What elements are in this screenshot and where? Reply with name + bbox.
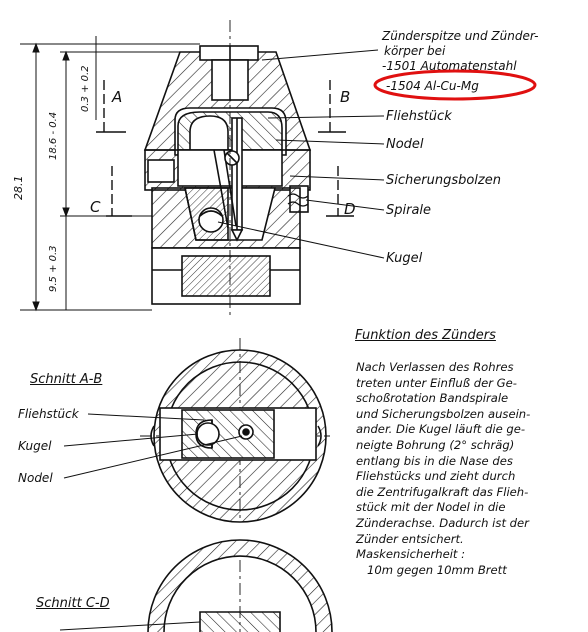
function-line: Maskensicherheit : [356, 547, 466, 562]
dim-top: 0.3 + 0.2 [80, 65, 91, 112]
function-line: treten unter Einfluß der Ge- [356, 375, 517, 390]
function-text: Nach Verlassen des Rohres treten unter E… [356, 360, 584, 578]
kugel-ball [198, 207, 224, 233]
function-line: 10m gegen 10mm Brett [356, 562, 507, 577]
label-kugel: Kugel [386, 251, 423, 266]
spiral-spring [287, 193, 309, 207]
ab-label-nodel: Nodel [18, 471, 53, 485]
label-sicherungsbolzen: Sicherungsbolzen [386, 173, 501, 188]
section-ab-leaders [63, 413, 243, 479]
section-label-d: D [344, 200, 356, 218]
label-spirale: Spirale [386, 203, 431, 218]
dim-lower: 9.5 + 0.3 [48, 245, 59, 292]
function-line: die Zentrifugalkraft das Flieh- [356, 484, 529, 499]
section-markers [96, 80, 354, 217]
highlight-ellipse [373, 69, 537, 101]
fuze-cross-section [143, 20, 312, 318]
function-line: stück mit der Nodel in die [356, 500, 506, 515]
label-tip-line3: -1501 Automatenstahl [382, 59, 517, 73]
label-tip-line1: Zünderspitze und Zünder- [381, 29, 538, 43]
section-label-a: A [111, 88, 122, 106]
label-tip-line2: körper bei [384, 44, 446, 58]
section-cd-view [59, 539, 333, 632]
section-label-b: B [340, 88, 350, 106]
function-line: Zünder entsichert. [356, 531, 464, 546]
ab-label-fliehstueck: Fliehstück [18, 407, 80, 421]
section-label-c: C [90, 198, 101, 216]
function-line: schoßrotation Bandspirale [356, 391, 509, 406]
function-line: neigte Bohrung (2° schräg) [356, 437, 515, 452]
dim-upper: 18.6 - 0.4 [48, 112, 59, 160]
ab-label-kugel: Kugel [18, 439, 52, 453]
function-line: Nach Verlassen des Rohres [356, 360, 514, 374]
function-line: ander. Die Kugel läuft die ge- [356, 422, 526, 437]
section-ab-title: Schnitt A-B [30, 372, 103, 387]
section-cd-title: Schnitt C-D [36, 596, 110, 611]
label-nodel: Nodel [386, 137, 424, 152]
function-title: Funktion des Zünders [355, 328, 496, 343]
dimension-lines [20, 36, 200, 312]
label-fliehstueck: Fliehstück [386, 109, 452, 124]
dim-total: 28.1 [12, 176, 25, 201]
function-line: Fliehstücks und zieht durch [356, 469, 516, 484]
tip-block [199, 45, 259, 61]
function-line: und Sicherungsbolzen ausein- [356, 406, 531, 421]
function-line: Zünderachse. Dadurch ist der [356, 515, 529, 530]
label-tip-line4: -1504 Al-Cu-Mg [386, 79, 479, 93]
callout-leaders [217, 49, 385, 259]
function-line: entlang bis in die Nase des [356, 453, 513, 468]
section-ab-view [140, 338, 330, 523]
